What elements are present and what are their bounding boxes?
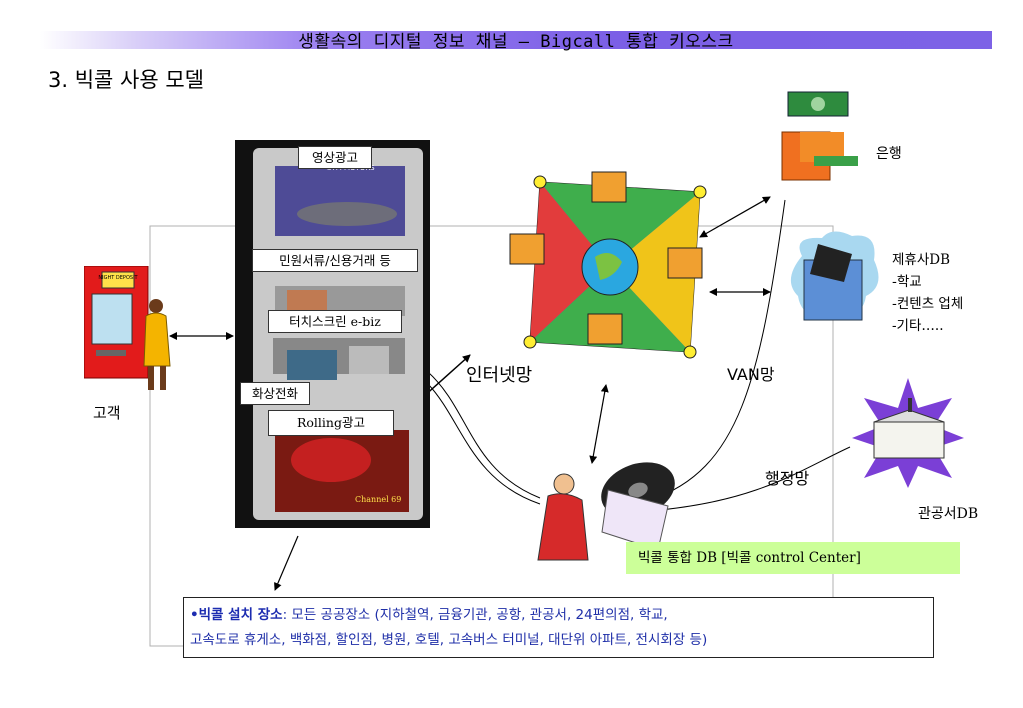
arrow-kiosk-install: [274, 535, 299, 591]
government-network-label: 행정망: [765, 469, 810, 488]
partner-db-illustration: [782, 226, 886, 324]
label-video-ad: 영상광고: [298, 146, 372, 169]
install-line2: 고속도로 휴게소, 백화점, 할인점, 병원, 호텔, 고속버스 터미널, 대단…: [190, 632, 708, 648]
section-title: 3. 빅콜 사용 모델: [48, 68, 204, 92]
header-bar: [40, 31, 992, 49]
kiosk-illustration: SYM MOTORS Channel 69: [235, 140, 430, 528]
arrow-hub-control: [589, 384, 609, 464]
partner-db-item-contents: -컨텐츠 업체: [892, 296, 964, 312]
install-line1: : 모든 공공장소 (지하철역, 금융기관, 공항, 관공서, 24편의점, 학…: [282, 607, 668, 623]
government-db-illustration: [852, 378, 964, 488]
bottom-screen-brand: Channel 69: [355, 495, 401, 504]
customer-label: 고객: [93, 404, 121, 422]
bank-illustration: [778, 88, 868, 188]
header-title: 생활속의 디지털 정보 채널 – Bigcall 통합 키오스크: [298, 32, 734, 52]
partner-db-title: 제휴사DB: [892, 252, 951, 268]
van-network-label: VAN망: [727, 365, 775, 384]
control-center-illustration: [528, 450, 698, 570]
label-rolling-ad: Rolling광고: [268, 410, 394, 436]
partner-db-item-etc: -기타…..: [892, 318, 944, 334]
government-db-label: 관공서DB: [918, 506, 979, 522]
customer-atm-illustration: NIGHT DEPOSIT: [83, 265, 174, 396]
label-touch-screen: 터치스크린 e-biz: [268, 310, 402, 333]
install-locations-box: •빅콜 설치 장소: 모든 공공장소 (지하철역, 금융기관, 공항, 관공서,…: [183, 597, 934, 658]
bank-label: 은행: [876, 146, 902, 162]
label-video-phone: 화상전화: [240, 382, 310, 405]
atm-sign: NIGHT DEPOSIT: [98, 275, 138, 281]
install-heading: •빅콜 설치 장소: [190, 607, 283, 623]
control-center-label: 빅콜 통합 DB [빅콜 control Center]: [626, 542, 960, 574]
partner-db-text: 제휴사DB -학교 -컨텐츠 업체 -기타…..: [892, 249, 963, 337]
partner-db-item-school: -학교: [892, 274, 922, 290]
label-civil-docs: 민원서류/신용거래 등: [252, 249, 418, 272]
arrow-hub-bank: [699, 196, 771, 238]
network-hub-illustration: [500, 162, 714, 377]
internet-network-label: 인터넷망: [466, 365, 533, 386]
